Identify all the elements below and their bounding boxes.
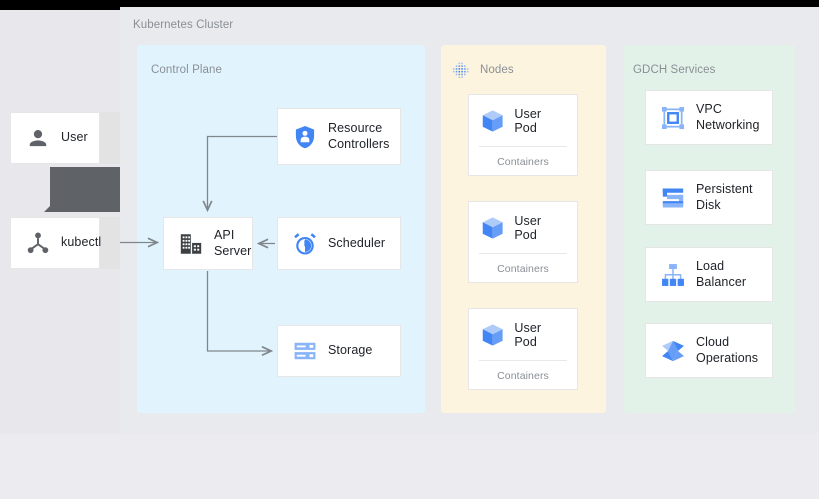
card-api-server-label: API Server [214,227,252,258]
user-card-shadow [100,112,120,164]
kubectl-fork-icon [27,232,49,254]
user-pod-label: User Pod [514,320,542,349]
alarm-clock-icon [294,232,316,255]
card-persistent-disk[interactable]: Persistent Disk [645,170,773,225]
cube-icon [482,216,503,239]
page-title: Kubernetes Cluster [133,19,234,31]
nodes-dot-grid-icon [452,62,469,79]
card-scheduler[interactable]: Scheduler [277,217,401,270]
kubectl-card-shadow [100,217,120,269]
card-persistent-disk-label: Persistent Disk [696,181,753,212]
card-scheduler-label: Scheduler [328,235,386,250]
card-storage[interactable]: Storage [277,325,401,377]
card-api-server[interactable]: API Server [163,217,253,270]
tooltip-overlay [50,167,120,212]
card-cloud-operations[interactable]: Cloud Operations [645,323,773,378]
user-pod-divider [479,253,567,254]
panel-title-control-plane: Control Plane [151,64,222,76]
user-pod-header: User Pod [469,95,577,146]
card-user-pod[interactable]: User Pod Containers [468,308,578,390]
person-icon [29,129,47,147]
bottom-background-band [0,434,819,499]
top-black-bar-left [0,0,120,10]
cube-icon [482,323,503,346]
user-pod-label: User Pod [514,106,542,135]
load-balancer-icon [662,263,684,286]
tooltip-pointer-icon [44,202,54,212]
card-load-balancer[interactable]: Load Balancer [645,247,773,302]
user-pod-divider [479,146,567,147]
card-resource-controllers-label: Resource Controllers [328,120,390,151]
card-vpc-networking[interactable]: VPC Networking [645,90,773,145]
user-pod-header: User Pod [469,309,577,360]
card-user-pod[interactable]: User Pod Containers [468,201,578,283]
storage-rack-icon [294,342,316,360]
panel-title-gdch-services: GDCH Services [633,64,716,76]
vpc-networking-icon [661,106,685,129]
cube-icon [482,109,503,132]
card-storage-label: Storage [328,343,373,358]
cloud-operations-cube-icon [662,340,684,361]
card-user[interactable]: User [10,112,100,164]
card-cloud-operations-label: Cloud Operations [696,334,759,365]
user-pod-header: User Pod [469,202,577,253]
panel-title-nodes: Nodes [480,64,514,76]
card-load-balancer-label: Load Balancer [696,258,747,289]
user-pod-sublabel: Containers [497,263,549,275]
card-vpc-networking-label: VPC Networking [696,101,760,132]
card-kubectl-label: kubectl [61,235,102,250]
user-pod-label: User Pod [514,213,542,242]
persistent-disk-icon [662,187,684,208]
api-server-building-icon [180,233,202,254]
user-pod-divider [479,360,567,361]
card-user-label: User [61,130,88,145]
card-resource-controllers[interactable]: Resource Controllers [277,108,401,165]
card-kubectl[interactable]: kubectl [10,217,102,269]
top-black-bar [0,0,819,7]
shield-person-icon [295,125,315,148]
user-pod-sublabel: Containers [497,370,549,382]
card-user-pod[interactable]: User Pod Containers [468,94,578,176]
user-pod-sublabel: Containers [497,156,549,168]
